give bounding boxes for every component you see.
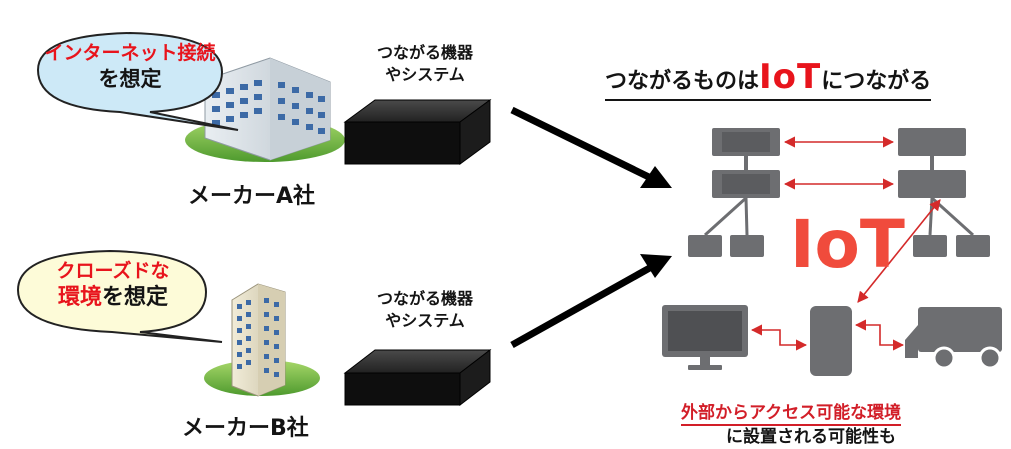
iot-title-iot: IoT <box>759 57 822 97</box>
iot-network-label: IoT <box>790 206 905 283</box>
device-box-b <box>343 348 492 407</box>
company-a-building <box>185 57 345 162</box>
company-b-bubble-line2-dark: を想定 <box>102 284 169 310</box>
device-a-line1: つながる機器 <box>376 43 473 62</box>
iot-title-suffix: につながる <box>821 69 932 94</box>
arrow-a-to-iot <box>510 106 672 188</box>
device-b-label: つながる機器 やシステム <box>360 288 490 331</box>
device-a-line2: やシステム <box>385 64 465 84</box>
iot-title: つながるものはIoTにつながる <box>605 60 932 101</box>
device-b-line2: やシステム <box>385 310 465 330</box>
bottom-caption-line1: 外部からアクセス可能な環境 <box>681 402 902 426</box>
company-a-speech-bubble <box>36 31 239 131</box>
company-b-speech-bubble <box>16 249 223 343</box>
company-b-bubble-line1: クローズドな <box>56 260 170 282</box>
company-b-bubble-line2-red: 環境 <box>57 284 102 310</box>
device-box-a <box>343 99 492 165</box>
company-b-building <box>204 283 320 397</box>
company-a-bubble-line2: を想定 <box>98 66 162 91</box>
device-a-label: つながる機器 やシステム <box>360 42 490 85</box>
company-a-bubble-line1: インターネット接続 <box>44 42 216 64</box>
company-b-bubble-text: クローズドな 環境を想定 <box>22 260 204 311</box>
company-b-label: メーカーB社 <box>182 416 309 441</box>
device-b-line1: つながる機器 <box>376 289 473 308</box>
bottom-caption-line2: に設置される可能性も <box>726 427 896 447</box>
arrow-b-to-iot <box>510 254 672 349</box>
iot-title-prefix: つながるものは <box>605 69 760 94</box>
company-a-label: メーカーA社 <box>188 184 316 209</box>
company-a-bubble-text: インターネット接続 を想定 <box>40 42 220 92</box>
iot-red-links <box>750 136 941 351</box>
